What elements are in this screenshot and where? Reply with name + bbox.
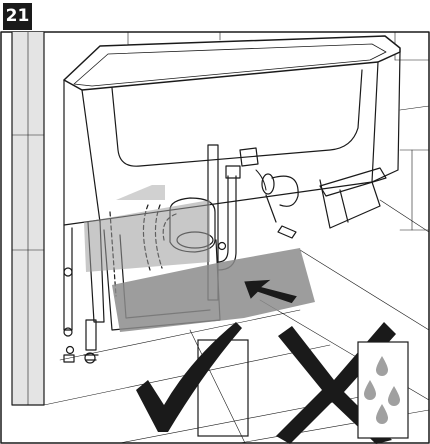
- bathtub: [63, 35, 401, 226]
- step-number-badge: 21: [3, 3, 32, 30]
- floor-mat: [112, 248, 315, 332]
- check-mark-icon: [136, 322, 242, 432]
- figure-frame: [0, 31, 430, 444]
- left-wall: [11, 31, 45, 406]
- grey-overlay-panel: [84, 185, 210, 272]
- arrow-left-icon: [244, 279, 297, 304]
- water-drops-icon: [357, 341, 409, 439]
- overflow-fitting: [239, 147, 387, 239]
- dry-surface-panel: [197, 339, 249, 437]
